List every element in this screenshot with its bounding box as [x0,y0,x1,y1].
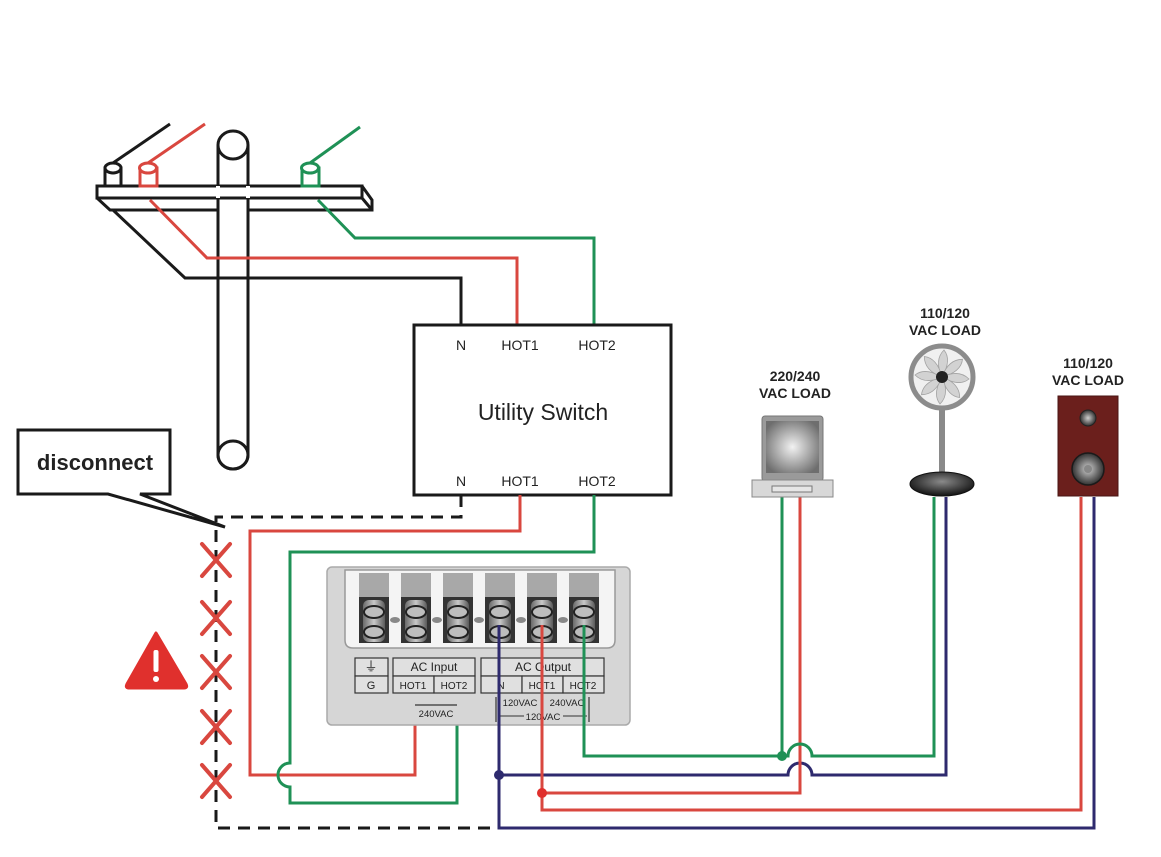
disconnect-x-icon [200,709,232,745]
ac-output-voltage-n-hot1: 120VAC [503,698,538,709]
ac-output-n-label: N [497,681,504,692]
pole-bottom-ellipse [216,439,250,471]
utility-switch-box [412,323,673,497]
terminal-ac-output-n [485,573,515,643]
speaker-load-voltage: 110/120 [1063,355,1113,371]
drop-hot2-wire [316,198,596,325]
ac-input-voltage: 240VAC [419,709,454,720]
terminal-ground [359,573,389,643]
output-hot1-to-computer-wire [542,497,802,795]
terminal-separator [516,617,526,623]
overhead-hot2-wire [309,125,361,165]
computer-load-label: VAC LOAD [759,385,831,401]
drop-neutral-wire [111,208,463,325]
disconnect-callout: disconnect [16,428,226,529]
output-neutral-to-speaker-wire [497,497,1096,830]
insulator-hot2 [300,161,321,188]
hot1-junction-dot [537,788,547,798]
overhead-hot1-wire [147,122,206,165]
terminal-row [359,573,599,643]
utility-switch: N HOT1 HOT2 Utility Switch N HOT1 HOT2 [412,323,673,497]
disconnect-x-icon [200,654,232,690]
speaker-load-label: VAC LOAD [1052,372,1124,388]
insulator-neutral [103,161,123,188]
output-hot1-to-speaker-wire [540,497,1083,812]
load-fan: 110/120 VAC LOAD [908,305,981,497]
overhead-neutral-wire [112,122,171,165]
fan-icon [908,343,976,497]
switch-bottom-terminal-hot2: HOT2 [578,473,616,489]
ac-input-hot2-label: HOT2 [441,681,468,692]
load-computer: 220/240 VAC LOAD [751,368,834,498]
crossarm-front [95,184,364,200]
ac-output-voltage-hot1-hot2: 240VAC [550,698,585,709]
ground-label-cell [354,675,389,694]
callout-text: disconnect [37,450,154,475]
disconnect-x-icon [200,600,232,636]
switch-top-terminal-n: N [456,337,466,353]
switch-bottom-terminal-n: N [456,473,466,489]
switch-hot1-to-inverter-wire [248,495,522,777]
ground-label: G [367,680,376,692]
disconnect-marks [200,542,232,799]
computer-icon [751,415,834,498]
terminal-ac-output-hot2 [569,573,599,643]
neutral-junction-dot [494,770,504,780]
pole-top [216,129,250,161]
ac-input-hot1-label: HOT1 [400,681,427,692]
load-speaker: 110/120 VAC LOAD [1052,355,1124,497]
disconnect-x-icon [200,542,232,578]
terminal-separator [390,617,400,623]
speaker-icon [1057,395,1119,497]
ground-icon: ⏚ [364,659,377,674]
callout-bubble [16,428,226,529]
insulator-hot1 [138,161,159,188]
output-hot2-to-fan-wire [782,497,936,758]
terminal-ac-input-hot2 [443,573,473,643]
ac-input-header: AC Input [411,660,458,674]
utility-pole [95,129,374,471]
fan-load-label: VAC LOAD [909,322,981,338]
fan-load-voltage: 110/120 [920,305,970,321]
crossarm-bottom [95,185,374,212]
drop-hot1-wire [148,198,519,325]
switch-top-terminal-hot1: HOT1 [501,337,539,353]
terminal-separator [432,617,442,623]
disconnect-x-icon [200,763,232,799]
hot2-junction-dot [777,751,787,761]
fan-blade [923,356,943,378]
switch-bottom-terminal-hot1: HOT1 [501,473,539,489]
terminal-ac-input-hot1 [401,573,431,643]
switch-hot2-to-inverter-wire [276,495,596,805]
terminal-separator [558,617,568,623]
computer-load-voltage: 220/240 [770,368,821,384]
switch-top-terminal-hot2: HOT2 [578,337,616,353]
utility-switch-title: Utility Switch [478,399,608,425]
disconnected-neutral-path [214,495,499,830]
warning-triangle-icon [124,631,189,690]
output-hot2-to-computer-wire [582,497,784,758]
terminal-separator [474,617,484,623]
